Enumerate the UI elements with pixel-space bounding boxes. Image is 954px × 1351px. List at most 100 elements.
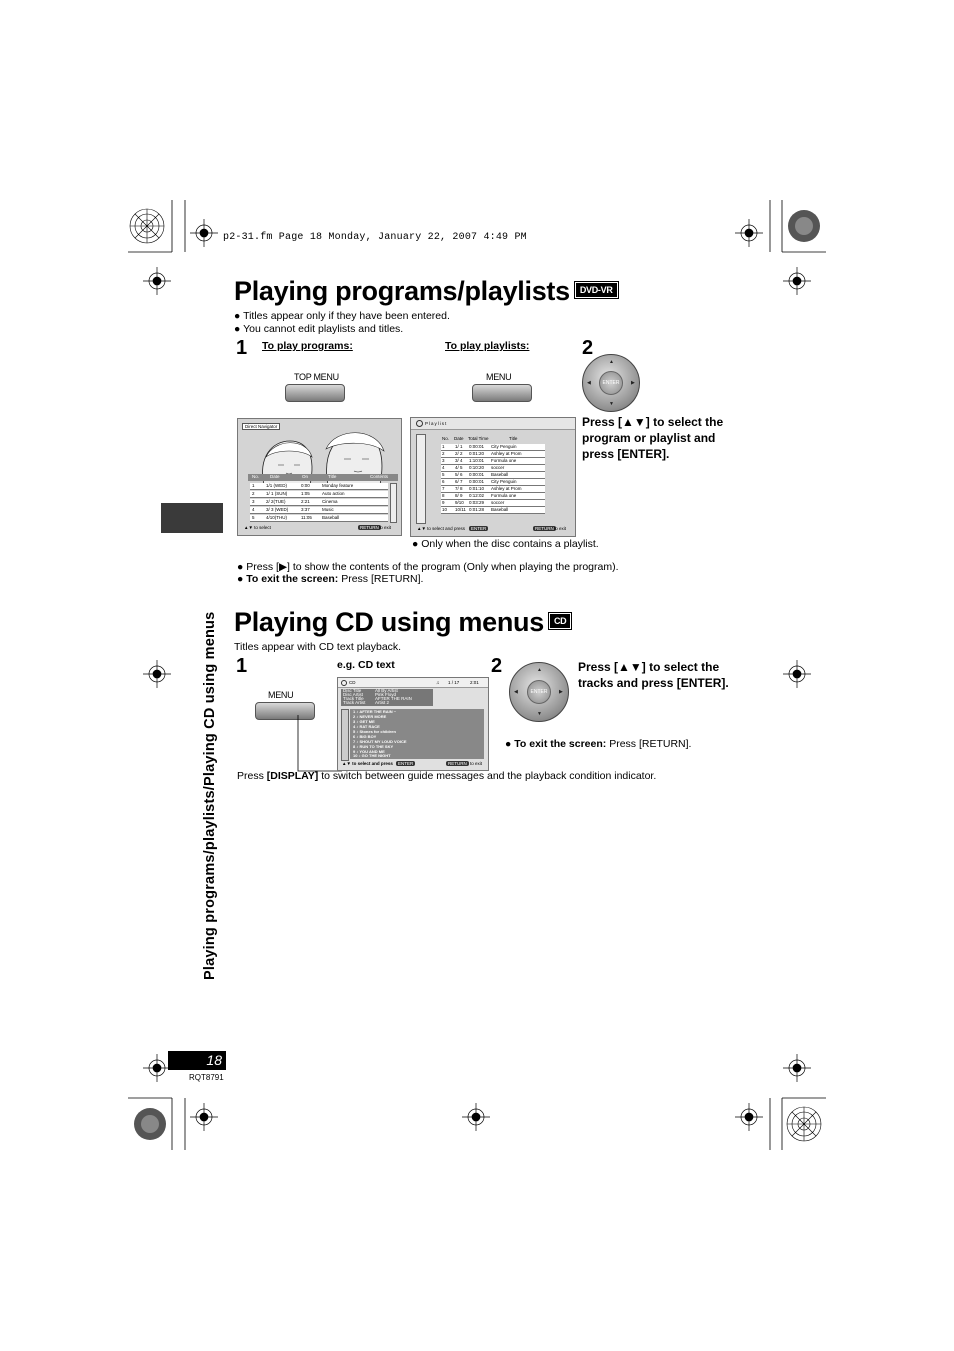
top-menu-button[interactable] xyxy=(285,384,345,402)
cd-footer-select: ▲▼ to select and press xyxy=(342,761,393,766)
cd-info-value: Pink Floyd xyxy=(375,692,397,697)
print-header: p2-31.fm Page 18 Monday, January 22, 200… xyxy=(223,232,527,243)
side-chapter-title: Playing programs/playlists/Playing CD us… xyxy=(202,611,218,980)
list-item[interactable]: 9 ♪ YOU AND ME xyxy=(353,749,385,754)
cd-menu-label: MENU xyxy=(268,690,294,700)
note-icon: ♫ xyxy=(436,680,440,685)
list-item[interactable]: 3 ♪ GET ME xyxy=(353,719,375,724)
left-arrow-icon: ◀ xyxy=(514,689,518,695)
display-note: Press [DISPLAY] to switch between guide … xyxy=(237,770,657,782)
cd-title: CD xyxy=(349,680,356,685)
disc-icon xyxy=(416,420,423,427)
enter-dial[interactable]: ▲ ▼ ◀ ▶ ENTER xyxy=(582,354,640,412)
playlist-header-row: No. Date Total Time Title xyxy=(442,436,518,441)
eg-cd-text-label: e.g. CD text xyxy=(337,659,395,671)
list-item[interactable]: 2 ♪ NEVER MORE xyxy=(353,714,387,719)
step2-instruction: Press [▲▼] to select the program or play… xyxy=(582,415,724,461)
cd-menu-button[interactable] xyxy=(255,702,315,720)
menu-button[interactable] xyxy=(472,384,532,402)
header-title: Title xyxy=(328,474,337,479)
list-item[interactable]: 7 ♪ SHOUT MY LOUD VOICE xyxy=(353,739,407,744)
navigator-header-row: No. Date On Title Contents xyxy=(248,474,398,481)
cd-time: 2:01 xyxy=(470,680,479,685)
playlist-title-bar: Playlist xyxy=(411,418,575,430)
playlist-return-key: RETURN xyxy=(533,526,556,531)
list-item[interactable]: 5 ♪ Stones for children xyxy=(353,729,396,734)
menu-label: MENU xyxy=(486,372,512,382)
dvd-vr-badge: DVD-VR xyxy=(573,280,619,299)
navigator-scrollbar[interactable] xyxy=(390,483,397,523)
up-arrow-icon: ▲ xyxy=(609,359,614,365)
cd-info-panel: Disc Title All By Artist Disc Artist Pin… xyxy=(341,688,433,706)
up-arrow-icon: ▲ xyxy=(537,667,542,673)
direct-navigator-title: Direct Navigator xyxy=(242,423,281,430)
navigator-return-key: RETURN xyxy=(358,525,381,530)
cd-info-row: Track Artist xyxy=(343,700,366,705)
playlist-scrollbar[interactable] xyxy=(416,434,426,524)
menu-callout-line xyxy=(297,715,342,772)
cd-info-row: Disc Title xyxy=(343,688,362,693)
list-item[interactable]: 10 ♪ GO THE NIGHT xyxy=(353,753,391,758)
cd-info-row: Track Title xyxy=(343,696,364,701)
cd-return-key: RETURN xyxy=(446,761,469,766)
navigator-footer-select: ▲▼ to select xyxy=(244,525,271,530)
left-arrow-icon: ◀ xyxy=(587,380,591,386)
cd-screen: CD ♫ 1 / 17 2:01 Disc Title All By Artis… xyxy=(337,677,489,771)
playlist-title: Playlist xyxy=(425,421,448,426)
cd-enter-key: ENTER xyxy=(396,761,416,766)
side-tab-marker xyxy=(161,503,223,533)
playlist-footer-select: ▲▼ to select and press xyxy=(417,526,465,531)
cd-info-value: AFTER THE RAIN xyxy=(375,696,412,701)
section2-note: Titles appear with CD text playback. xyxy=(234,641,402,653)
cd-step-2-number: 2 xyxy=(491,655,503,677)
right-arrow-icon: ▶ xyxy=(631,380,635,386)
cd-step-1-number: 1 xyxy=(236,655,248,677)
list-item[interactable]: 8 ♪ RUN TO THE SKY xyxy=(353,744,394,749)
cd-badge: CD xyxy=(547,611,573,630)
bullet-press-play: ● Press [▶] to show the contents of the … xyxy=(237,561,619,573)
navigator-footer-exit: to exit xyxy=(379,525,392,530)
playlist-enter-key: ENTER xyxy=(469,526,489,531)
top-menu-label: TOP MENU xyxy=(294,372,339,382)
doc-code: RQT8791 xyxy=(189,1073,224,1082)
cd-track-info: 1 / 17 xyxy=(448,680,460,685)
cd-enter-button[interactable]: ENTER xyxy=(527,680,551,704)
header-on: On xyxy=(302,474,309,479)
list-item[interactable]: 4 ♪ RAT RACE xyxy=(353,724,380,729)
cd-step2-instruction: Press [▲▼] to select the tracks and pres… xyxy=(578,660,729,690)
enter-button[interactable]: ENTER xyxy=(599,371,623,395)
cd-scrollbar[interactable] xyxy=(341,709,349,761)
to-play-playlists-heading: To play playlists: xyxy=(445,340,530,352)
to-play-programs-heading: To play programs: xyxy=(262,340,353,352)
header-date: Date xyxy=(270,474,280,479)
step-2-number: 2 xyxy=(582,337,594,359)
section1-note-1: ● Titles appear only if they have been e… xyxy=(234,310,450,322)
cd-footer-exit: to exit xyxy=(470,761,483,766)
cd-enter-dial[interactable]: ▲ ▼ ◀ ▶ ENTER xyxy=(509,662,569,722)
playlist-footer-exit: to exit xyxy=(554,526,567,531)
list-item[interactable]: 1 ♪ AFTER THE RAIN ~ xyxy=(353,709,397,714)
direct-navigator-screen: Direct Navigator No. Date On Title Conte… xyxy=(237,418,402,536)
cd-info-row: Disc Artist xyxy=(343,692,364,697)
list-item[interactable]: 6 ♪ BIG BOY xyxy=(353,734,377,739)
right-arrow-icon: ▶ xyxy=(559,689,563,695)
page-number: 18 xyxy=(168,1051,226,1070)
